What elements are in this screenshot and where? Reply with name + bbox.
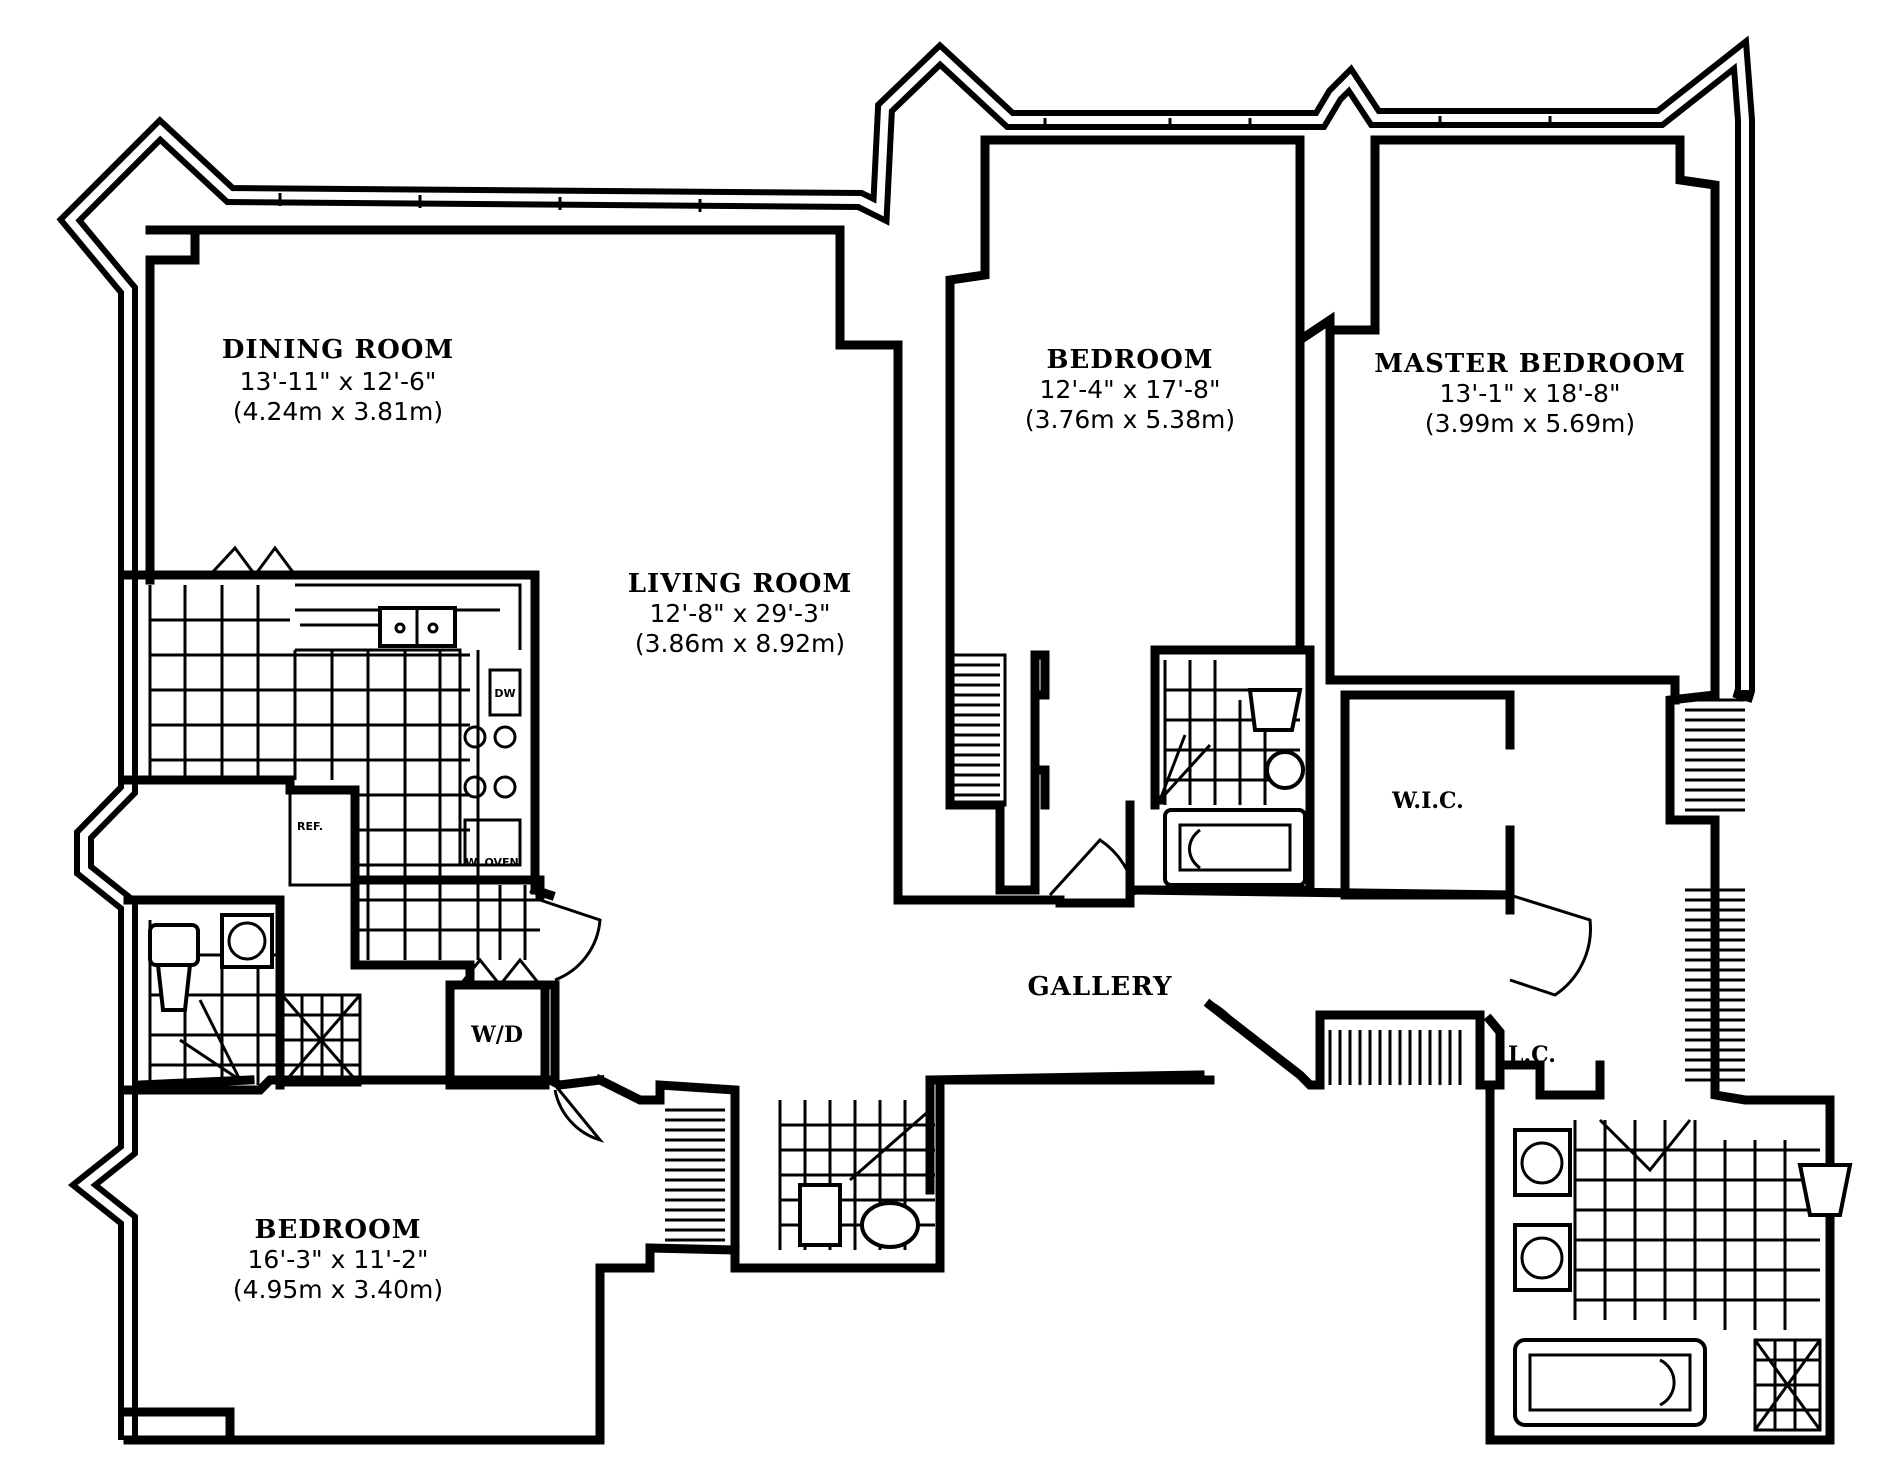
north-bath-tile-floor <box>1163 660 1300 805</box>
left-bath-tile-floor <box>148 920 280 1085</box>
wic-label: W.I.C. <box>1391 788 1464 814</box>
dining-room-dim-imperial: 13'-11" x 12'-6" <box>240 367 437 396</box>
wall-oven-label: W. OVEN <box>465 856 519 869</box>
closet-hatching-master-lower <box>1685 888 1745 1082</box>
bedroom-north-dim-imperial: 12'-4" x 17'-8" <box>1040 375 1221 404</box>
doors <box>179 545 1692 1182</box>
master-bedroom-dim-metric: (3.99m x 5.69m) <box>1425 409 1635 438</box>
exterior-walls <box>56 35 1755 1440</box>
closet-hatching-master-upper <box>1685 698 1745 812</box>
living-room-name: LIVING ROOM <box>628 569 852 599</box>
master-bedroom-name: MASTER BEDROOM <box>1374 349 1686 379</box>
closet-hatching-gallery <box>1328 1030 1462 1085</box>
dw-label: DW <box>494 687 515 700</box>
closet-hatching-north-bedroom <box>948 653 1007 807</box>
dining-room-dim-metric: (4.24m x 3.81m) <box>233 397 443 426</box>
bedroom-south-dim-metric: (4.95m x 3.40m) <box>233 1275 443 1304</box>
bedroom-south-dim-imperial: 16'-3" x 11'-2" <box>248 1245 429 1274</box>
master-bedroom-dim-imperial: 13'-1" x 18'-8" <box>1440 379 1621 408</box>
shower-master <box>1753 1338 1822 1432</box>
fixtures <box>148 583 1853 1427</box>
living-room-dim-imperial: 12'-8" x 29'-3" <box>650 599 831 628</box>
room-labels: DINING ROOM 13'-11" x 12'-6" (4.24m x 3.… <box>222 335 1686 1304</box>
dining-room-name: DINING ROOM <box>222 335 454 365</box>
interior-walls <box>123 135 1835 1445</box>
bedroom-south-name: BEDROOM <box>254 1215 421 1245</box>
closet-hatching-south-bedroom <box>665 1108 725 1242</box>
living-room-dim-metric: (3.86m x 8.92m) <box>635 629 845 658</box>
wd-label: W/D <box>470 1022 523 1048</box>
gallery-name: GALLERY <box>1027 972 1172 1002</box>
kitchen-tile-floor <box>148 585 540 960</box>
shower-left <box>280 993 362 1087</box>
master-bath-tile-floor <box>1573 1120 1820 1330</box>
bedroom-north-name: BEDROOM <box>1046 345 1213 375</box>
bedroom-north-dim-metric: (3.76m x 5.38m) <box>1025 405 1235 434</box>
ref-label: REF. <box>297 820 323 833</box>
lc-label: L.C. <box>1508 1042 1556 1068</box>
